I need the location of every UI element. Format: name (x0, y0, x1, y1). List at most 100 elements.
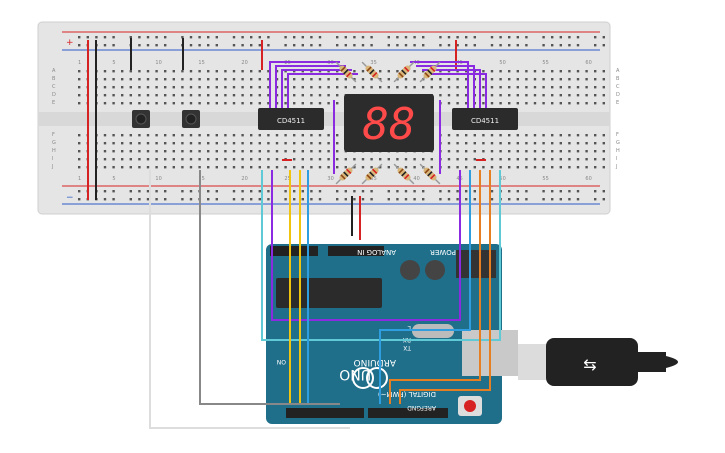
breadboard-hole[interactable] (465, 134, 468, 137)
breadboard-hole[interactable] (551, 70, 554, 73)
breadboard-hole[interactable] (387, 70, 390, 73)
breadboard-hole[interactable] (258, 102, 261, 105)
breadboard-hole[interactable] (370, 198, 373, 201)
breadboard-hole[interactable] (508, 102, 511, 105)
breadboard-hole[interactable] (103, 190, 107, 193)
breadboard-hole[interactable] (404, 86, 408, 89)
breadboard-hole[interactable] (112, 150, 115, 153)
breadboard-hole[interactable] (293, 86, 296, 89)
breadboard-hole[interactable] (568, 86, 571, 89)
breadboard-hole[interactable] (155, 166, 158, 169)
breadboard-hole[interactable] (568, 94, 571, 97)
breadboard-hole[interactable] (121, 166, 124, 169)
breadboard-hole[interactable] (533, 94, 537, 97)
breadboard-hole[interactable] (103, 44, 107, 47)
breadboard-hole[interactable] (490, 78, 494, 81)
breadboard-hole[interactable] (568, 134, 571, 137)
breadboard-hole[interactable] (473, 142, 476, 145)
breadboard-hole[interactable] (576, 70, 580, 73)
breadboard-hole[interactable] (258, 142, 261, 145)
breadboard-hole[interactable] (602, 78, 605, 81)
breadboard-hole[interactable] (275, 134, 279, 137)
breadboard-hole[interactable] (198, 142, 201, 145)
breadboard-hole[interactable] (336, 70, 339, 73)
breadboard-hole[interactable] (198, 134, 201, 137)
breadboard-hole[interactable] (559, 102, 562, 105)
breadboard-hole[interactable] (121, 102, 124, 105)
breadboard-hole[interactable] (559, 190, 562, 193)
breadboard-hole[interactable] (387, 36, 390, 39)
breadboard-hole[interactable] (551, 198, 554, 201)
breadboard-hole[interactable] (267, 94, 270, 97)
breadboard-hole[interactable] (146, 142, 150, 145)
breadboard-hole[interactable] (353, 86, 356, 89)
breadboard-hole[interactable] (301, 36, 304, 39)
breadboard-hole[interactable] (447, 44, 451, 47)
breadboard-hole[interactable] (327, 150, 330, 153)
breadboard-hole[interactable] (284, 36, 287, 39)
breadboard-hole[interactable] (542, 158, 545, 161)
breadboard-hole[interactable] (284, 198, 287, 201)
breadboard-hole[interactable] (267, 198, 270, 201)
breadboard-hole[interactable] (318, 166, 322, 169)
breadboard-hole[interactable] (301, 78, 304, 81)
breadboard-hole[interactable] (576, 142, 580, 145)
breadboard-hole[interactable] (327, 86, 330, 89)
breadboard-hole[interactable] (181, 166, 184, 169)
breadboard-hole[interactable] (258, 70, 261, 73)
breadboard-hole[interactable] (413, 158, 416, 161)
breadboard-hole[interactable] (146, 158, 150, 161)
breadboard-hole[interactable] (490, 166, 494, 169)
breadboard-hole[interactable] (439, 44, 442, 47)
breadboard-hole[interactable] (456, 36, 459, 39)
breadboard-hole[interactable] (447, 150, 451, 153)
breadboard-hole[interactable] (447, 190, 451, 193)
breadboard-hole[interactable] (473, 166, 476, 169)
breadboard-hole[interactable] (336, 134, 339, 137)
breadboard-hole[interactable] (568, 158, 571, 161)
breadboard-hole[interactable] (241, 102, 244, 105)
breadboard-hole[interactable] (559, 166, 562, 169)
seven-segment-display[interactable]: 88 (344, 94, 434, 152)
breadboard-hole[interactable] (559, 94, 562, 97)
breadboard-hole[interactable] (241, 166, 244, 169)
breadboard-hole[interactable] (181, 198, 184, 201)
breadboard-hole[interactable] (78, 142, 81, 145)
breadboard-hole[interactable] (129, 190, 132, 193)
breadboard-hole[interactable] (267, 190, 270, 193)
breadboard-hole[interactable] (301, 158, 304, 161)
breadboard-hole[interactable] (112, 158, 115, 161)
resistor[interactable] (334, 162, 358, 186)
breadboard-hole[interactable] (258, 158, 261, 161)
breadboard-hole[interactable] (138, 94, 141, 97)
breadboard-hole[interactable] (129, 102, 132, 105)
breadboard-hole[interactable] (361, 78, 365, 81)
breadboard-hole[interactable] (490, 94, 494, 97)
breadboard-hole[interactable] (336, 86, 339, 89)
breadboard-hole[interactable] (267, 134, 270, 137)
breadboard-hole[interactable] (490, 36, 494, 39)
breadboard-hole[interactable] (525, 70, 528, 73)
breadboard-hole[interactable] (473, 44, 476, 47)
breadboard-hole[interactable] (164, 86, 167, 89)
breadboard-hole[interactable] (241, 78, 244, 81)
breadboard-hole[interactable] (525, 86, 528, 89)
breadboard-hole[interactable] (207, 78, 210, 81)
breadboard-hole[interactable] (301, 102, 304, 105)
breadboard-hole[interactable] (465, 94, 468, 97)
breadboard-hole[interactable] (241, 94, 244, 97)
breadboard-hole[interactable] (602, 166, 605, 169)
breadboard-hole[interactable] (508, 94, 511, 97)
breadboard-hole[interactable] (241, 198, 244, 201)
breadboard-hole[interactable] (293, 36, 296, 39)
breadboard-hole[interactable] (301, 70, 304, 73)
breadboard-hole[interactable] (568, 36, 571, 39)
breadboard-hole[interactable] (189, 150, 193, 153)
breadboard-hole[interactable] (490, 158, 494, 161)
breadboard-hole[interactable] (490, 190, 494, 193)
breadboard-hole[interactable] (215, 102, 218, 105)
breadboard-hole[interactable] (215, 36, 218, 39)
breadboard-hole[interactable] (198, 94, 201, 97)
breadboard-hole[interactable] (439, 94, 442, 97)
breadboard-hole[interactable] (293, 158, 296, 161)
